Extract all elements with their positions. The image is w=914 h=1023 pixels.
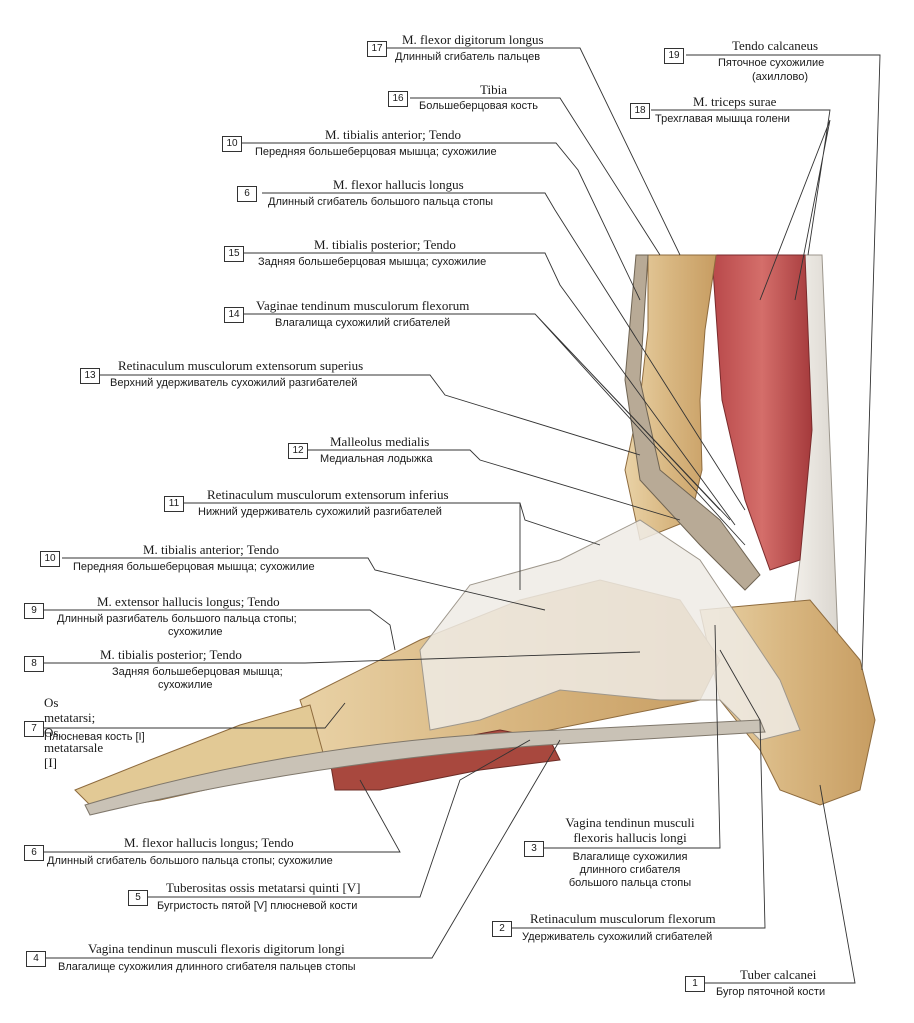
label-number: 12 — [288, 443, 308, 459]
extensor-retinaculum-shape — [419, 519, 801, 741]
foot-drawing — [74, 519, 876, 816]
label-russian: Длинный разгибатель большого пальца стоп… — [57, 613, 297, 625]
label-number: 7 — [24, 721, 44, 737]
label-number: 11 — [164, 496, 184, 512]
label-number: 10 — [222, 136, 242, 152]
label-russian: Большеберцовая кость — [419, 100, 538, 112]
label-russian: Бугор пяточной кости — [716, 986, 826, 998]
label-number: 8 — [24, 656, 44, 672]
foot-tendons — [84, 719, 766, 816]
label-number: 14 — [224, 307, 244, 323]
label-russian-2: (ахиллово) — [752, 71, 809, 83]
label-russian: Влагалище сухожилия — [572, 851, 688, 863]
label-latin: Vagina tendinun musculi flexoris digitor… — [88, 941, 345, 956]
label-latin: Vagina tendinun musculi flexoris halluci… — [565, 815, 695, 845]
label-latin: Tuberositas ossis metatarsi quinti [V] — [166, 880, 361, 895]
label-russian: Верхний удерживатель сухожилий разгибате… — [110, 377, 358, 389]
label-russian-2: сухожилие — [168, 626, 223, 638]
label-latin: M. tibialis anterior; Tendo — [143, 542, 280, 557]
label-number: 15 — [224, 246, 244, 262]
label-russian: Влагалища сухожилий сгибателей — [275, 317, 451, 329]
label-number: 1 — [685, 976, 705, 992]
flexor-tendons-shape — [624, 254, 761, 591]
label-latin: M. tibialis posterior; Tendo — [100, 647, 242, 662]
label-russian: Удерживатель сухожилий сгибателей — [522, 931, 713, 943]
label-latin: Tuber calcanei — [740, 967, 817, 982]
label-russian: Передняя большеберцовая мышца; сухожилие — [255, 146, 497, 158]
label-russian: Длинный сгибатель пальцев — [395, 51, 541, 63]
label-latin: Vaginae tendinum musculorum flexorum — [256, 298, 470, 313]
label-russian: Нижний удерживатель сухожилий разгибател… — [198, 506, 442, 518]
label-russian: Задняя большеберцовая мышца; сухожилие — [258, 256, 487, 268]
label-russian-2: сухожилие — [158, 679, 213, 691]
label-number: 13 — [80, 368, 100, 384]
label-latin: Tibia — [480, 82, 507, 97]
label-latin: M. flexor digitorum longus — [402, 32, 544, 47]
label-latin: Os metatarsi; Os metatarsale [I] — [44, 695, 104, 770]
label-latin: M. flexor hallucis longus; Tendo — [124, 835, 294, 850]
label-latin: Retinaculum musculorum flexorum — [530, 911, 716, 926]
label-latin: M. triceps surae — [693, 94, 777, 109]
label-russian-2: длинного сгибателя — [579, 864, 681, 876]
label-number: 16 — [388, 91, 408, 107]
label-latin: M. extensor hallucis longus; Tendo — [97, 594, 280, 609]
label-russian: Трехглавая мышца голени — [655, 113, 790, 125]
label-number: 9 — [24, 603, 44, 619]
label-russian: Пяточное сухожилие — [718, 57, 825, 69]
label-russian: Длинный сгибатель большого пальца стопы — [268, 196, 494, 208]
label-number: 10 — [40, 551, 60, 567]
label-latin: Retinaculum musculorum extensorum inferi… — [207, 487, 449, 502]
label-number: 17 — [367, 41, 387, 57]
label-latin: Tendo calcaneus — [732, 38, 819, 53]
label-latin: Malleolus medialis — [330, 434, 430, 449]
label-number: 3 — [524, 841, 544, 857]
label-russian: Передняя большеберцовая мышца; сухожилие — [73, 561, 315, 573]
label-russian: Медиальная лодыжка — [320, 453, 433, 465]
label-number: 18 — [630, 103, 650, 119]
label-number: 6 — [24, 845, 44, 861]
triceps-surae-muscle — [711, 254, 813, 571]
label-latin: Retinaculum musculorum extensorum superi… — [118, 358, 364, 373]
label-russian: Бугристость пятой [V] плюсневой кости — [157, 900, 358, 912]
label-russian-3: большого пальца стопы — [568, 877, 692, 889]
label-latin: M. tibialis anterior; Tendo — [325, 127, 462, 142]
label-russian: Задняя большеберцовая мышца; — [112, 666, 283, 678]
label-russian: Плюсневая кость [I] — [44, 731, 145, 743]
label-number: 5 — [128, 890, 148, 906]
label-number: 6 — [237, 186, 257, 202]
label-russian: Длинный сгибатель большого пальца стопы;… — [47, 855, 333, 867]
label-russian: Влагалище сухожилия длинного сгибателя п… — [58, 961, 356, 973]
leader-lines — [42, 47, 881, 984]
label-number: 4 — [26, 951, 46, 967]
label-number: 19 — [664, 48, 684, 64]
label-latin: M. flexor hallucis longus — [333, 177, 464, 192]
label-latin: M. tibialis posterior; Tendo — [314, 237, 456, 252]
label-number: 2 — [492, 921, 512, 937]
